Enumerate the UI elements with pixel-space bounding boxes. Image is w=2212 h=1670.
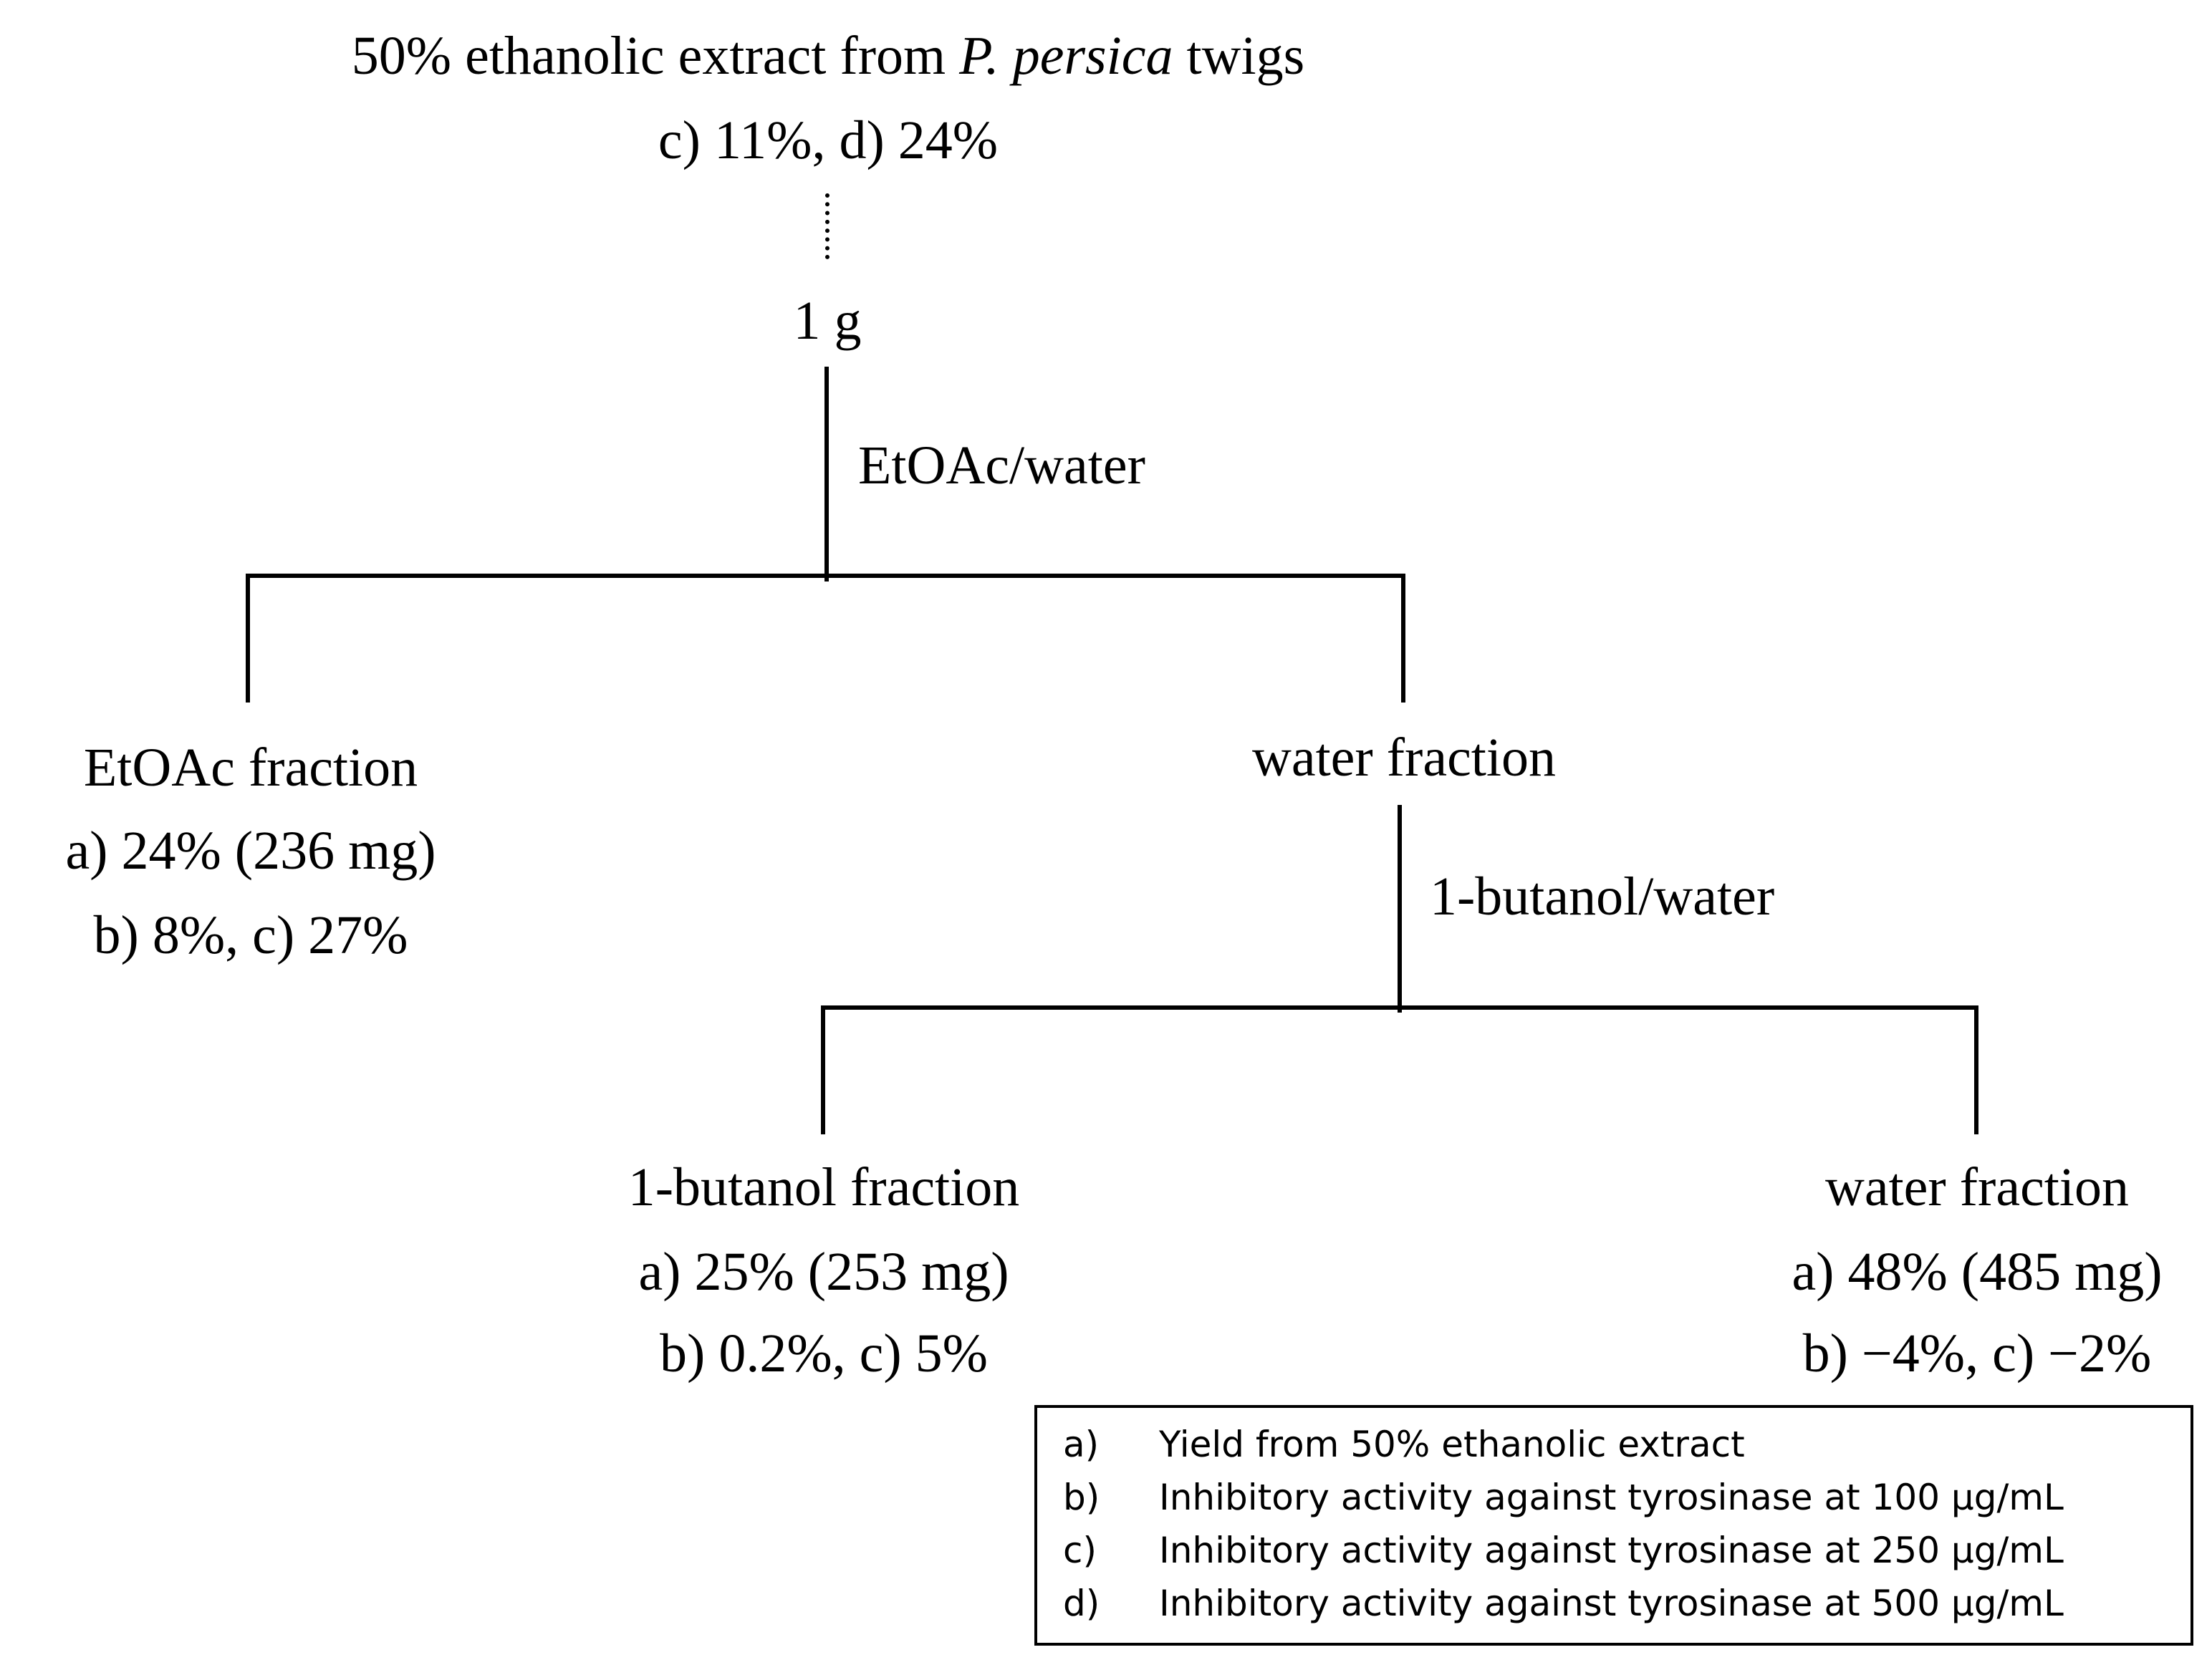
extract-title-suffix: twigs [1173,26,1305,86]
branch-left-2 [821,1005,825,1134]
legend-text: Inhibitory activity against tyrosinase a… [1159,1477,2064,1518]
etoac-fraction-title: EtOAc fraction [83,738,418,798]
final-water-fraction-line1: a) 48% (485 mg) [1792,1242,2163,1302]
extract-values: c) 11%, d) 24% [658,110,999,170]
legend-text: Yield from 50% ethanolic extract [1159,1424,1745,1465]
stem-1 [824,367,829,581]
legend-box: a) Yield from 50% ethanolic extract b) I… [1034,1405,2193,1646]
species-name: P. persica [959,26,1173,86]
etoac-fraction-line1: a) 24% (236 mg) [65,821,436,881]
legend-key: a) [1063,1424,1100,1465]
legend-text: Inhibitory activity against tyrosinase a… [1159,1530,2064,1571]
legend-key: c) [1063,1530,1097,1571]
legend-text: Inhibitory activity against tyrosinase a… [1159,1583,2064,1624]
branch-right-1 [1401,574,1405,703]
dotted-connector [825,193,830,259]
step1-label: EtOAc/water [858,435,1145,496]
butanol-fraction-title: 1-butanol fraction [627,1157,1020,1217]
etoac-fraction-line2: b) 8%, c) 27% [93,905,408,965]
branch-bar-2 [824,1005,1978,1010]
final-water-fraction-line2: b) −4%, c) −2% [1802,1323,2152,1384]
stem-2 [1398,805,1402,1013]
final-water-fraction-title: water fraction [1824,1157,2130,1217]
extract-title: 50% ethanolic extract from P. persica tw… [0,20,1656,92]
legend-key: b) [1063,1477,1100,1518]
branch-bar-1 [248,574,1405,578]
extract-title-prefix: 50% ethanolic extract from [351,26,960,86]
branch-left-1 [246,574,250,703]
branch-right-2 [1974,1005,1978,1134]
butanol-fraction-line1: a) 25% (253 mg) [638,1242,1009,1302]
butanol-fraction-line2: b) 0.2%, c) 5% [660,1323,988,1384]
step2-label: 1-butanol/water [1430,867,1775,927]
amount-label: 1 g [793,291,862,351]
water-fraction-title: water fraction [1251,728,1557,788]
legend-key: d) [1063,1583,1100,1624]
